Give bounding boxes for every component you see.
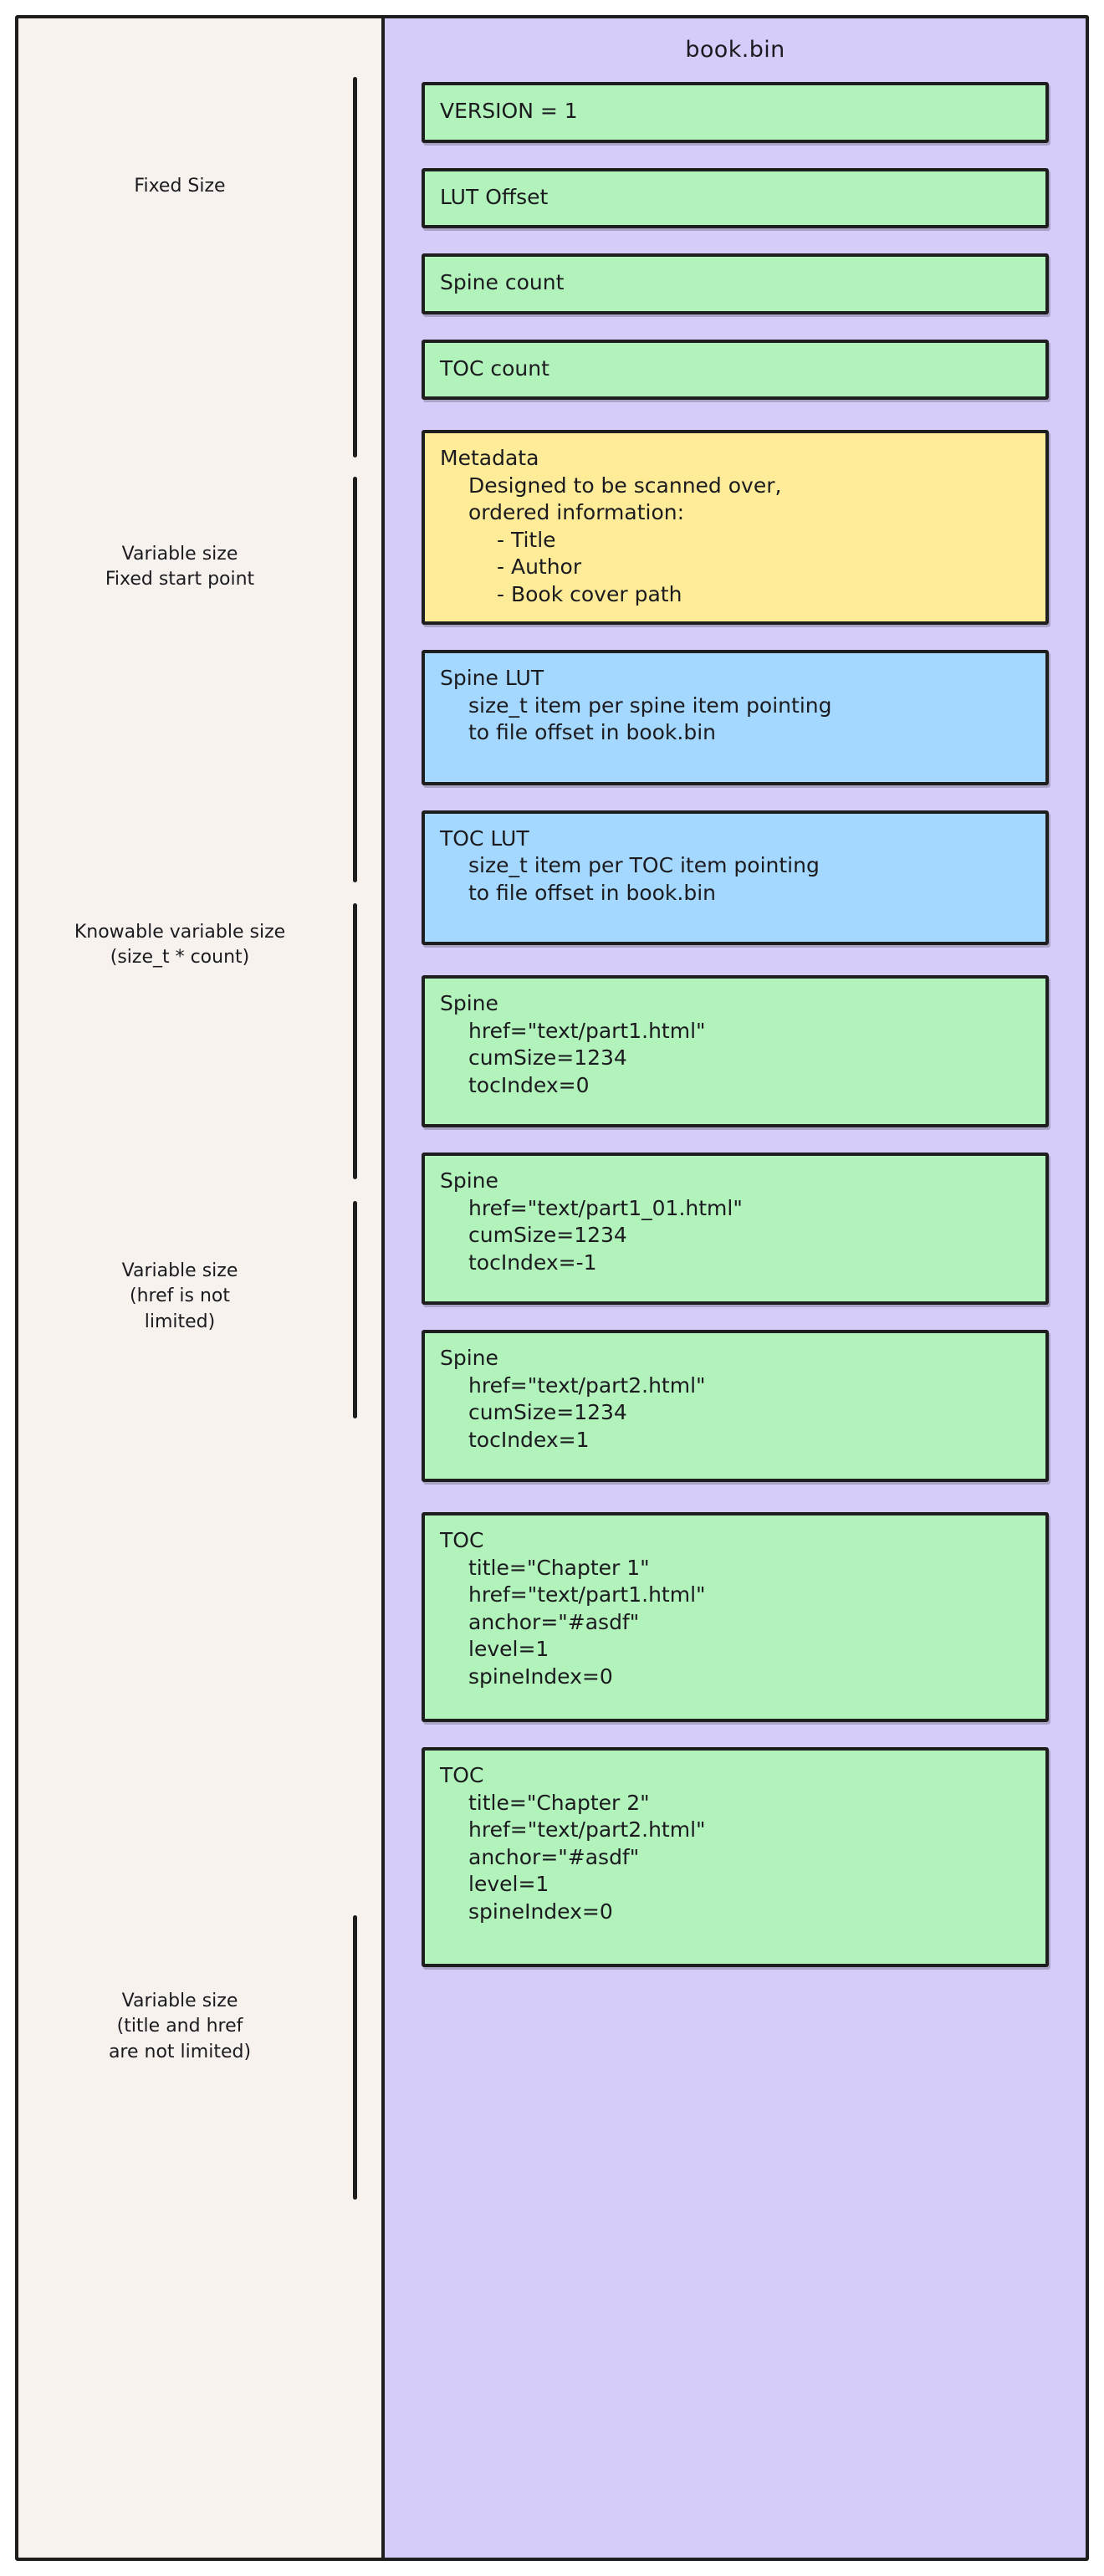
card-line: anchor="#asdf" — [468, 1844, 640, 1869]
card-line: href="text/part1.html" — [468, 1582, 706, 1607]
card-line: href="text/part2.html" — [468, 1817, 706, 1842]
card-line: Metadata — [440, 446, 539, 470]
card-spine-3[interactable]: Spine href="text/part2.html" cumSize=123… — [422, 1330, 1049, 1482]
section-label-line: limited) — [144, 1311, 216, 1332]
card-line: LUT Offset — [440, 184, 549, 209]
card-line: - Title — [497, 527, 556, 552]
card-spine-2[interactable]: Spine href="text/part1_01.html" cumSize=… — [422, 1153, 1049, 1305]
card-line: tocIndex=-1 — [468, 1250, 597, 1275]
card-line: TOC LUT — [440, 825, 529, 851]
bracket-variable-title-href — [353, 1915, 357, 2200]
card-line: TOC — [440, 1763, 484, 1787]
card-line: Designed to be scanned over, — [468, 473, 782, 498]
card-toc-2[interactable]: TOC title="Chapter 2" href="text/part2.h… — [422, 1747, 1049, 1967]
bracket-variable-fixed-start — [353, 477, 357, 882]
section-label-variable-title-href: Variable size (title and href are not li… — [17, 1989, 343, 2065]
card-line: - Author — [497, 555, 582, 579]
card-line: to file offset in book.bin — [468, 720, 717, 744]
card-line: ordered information: — [468, 500, 685, 524]
section-label-line: Fixed Size — [134, 176, 226, 197]
bracket-variable-href — [353, 1201, 357, 1418]
section-label-line: Variable size — [121, 1991, 238, 2011]
card-line: cumSize=1234 — [468, 1045, 627, 1070]
card-line: tocIndex=0 — [468, 1072, 590, 1097]
record-list: VERSION = 1 LUT Offset Spine count TOC c… — [422, 82, 1049, 1967]
section-label-line: Variable size — [121, 544, 238, 565]
section-label-line: Knowable variable size — [74, 922, 286, 943]
card-line: Spine — [440, 991, 498, 1015]
card-line: Spine LUT — [440, 666, 544, 690]
card-line: href="text/part1.html" — [468, 1018, 706, 1043]
bracket-fixed-size — [353, 77, 357, 457]
section-label-line: (size_t * count) — [110, 947, 250, 969]
card-line: spineIndex=0 — [468, 1664, 613, 1689]
card-version[interactable]: VERSION = 1 — [422, 82, 1049, 143]
section-label-line: Variable size — [121, 1260, 238, 1281]
card-line: size_t item per TOC item pointing — [468, 853, 820, 877]
card-line: spineIndex=0 — [468, 1899, 613, 1924]
card-line: size_t item per spine item pointing — [468, 693, 832, 718]
section-label-fixed-size: Fixed Size — [17, 174, 343, 199]
card-line: title="Chapter 2" — [468, 1790, 650, 1815]
card-spine-count[interactable]: Spine count — [422, 253, 1049, 314]
section-label-knowable-variable: Knowable variable size (size_t * count) — [17, 920, 343, 971]
card-line: cumSize=1234 — [468, 1223, 627, 1247]
card-metadata[interactable]: Metadata Designed to be scanned over, or… — [422, 430, 1049, 625]
section-label-line: Fixed start point — [105, 569, 255, 590]
page-title: book.bin — [685, 37, 785, 63]
card-line: href="text/part2.html" — [468, 1372, 706, 1398]
card-line: href="text/part1_01.html" — [468, 1195, 743, 1220]
section-label-variable-href: Variable size (href is not limited) — [17, 1259, 343, 1335]
card-line: - Book cover path — [497, 581, 682, 606]
card-toc-1[interactable]: TOC title="Chapter 1" href="text/part1.h… — [422, 1512, 1049, 1722]
card-line: Spine — [440, 1168, 498, 1193]
section-label-line: (href is not — [130, 1285, 230, 1307]
card-line: tocIndex=1 — [468, 1427, 590, 1452]
bracket-knowable-variable — [353, 903, 357, 1179]
section-label-variable-fixed-start: Variable size Fixed start point — [17, 542, 343, 593]
card-line: level=1 — [468, 1872, 549, 1896]
card-toc-count[interactable]: TOC count — [422, 339, 1049, 400]
card-toc-lut[interactable]: TOC LUT size_t item per TOC item pointin… — [422, 810, 1049, 945]
book-bin-panel: book.bin VERSION = 1 LUT Offset Spine co… — [381, 15, 1089, 2561]
card-line: title="Chapter 1" — [468, 1555, 650, 1580]
card-spine-lut[interactable]: Spine LUT size_t item per spine item poi… — [422, 650, 1049, 785]
card-spine-1[interactable]: Spine href="text/part1.html" cumSize=123… — [422, 975, 1049, 1127]
card-lut-offset[interactable]: LUT Offset — [422, 167, 1049, 228]
card-line: Spine — [440, 1346, 498, 1370]
card-line: anchor="#asdf" — [468, 1609, 640, 1634]
card-line: TOC count — [440, 355, 549, 381]
card-line: cumSize=1234 — [468, 1400, 627, 1424]
card-line: TOC — [440, 1528, 484, 1552]
card-line: level=1 — [468, 1637, 549, 1661]
section-label-line: (title and href — [116, 2016, 243, 2037]
section-label-line: are not limited) — [108, 2041, 252, 2062]
card-line: to file offset in book.bin — [468, 880, 717, 905]
card-line: VERSION = 1 — [440, 99, 578, 123]
card-line: Spine count — [440, 270, 565, 294]
